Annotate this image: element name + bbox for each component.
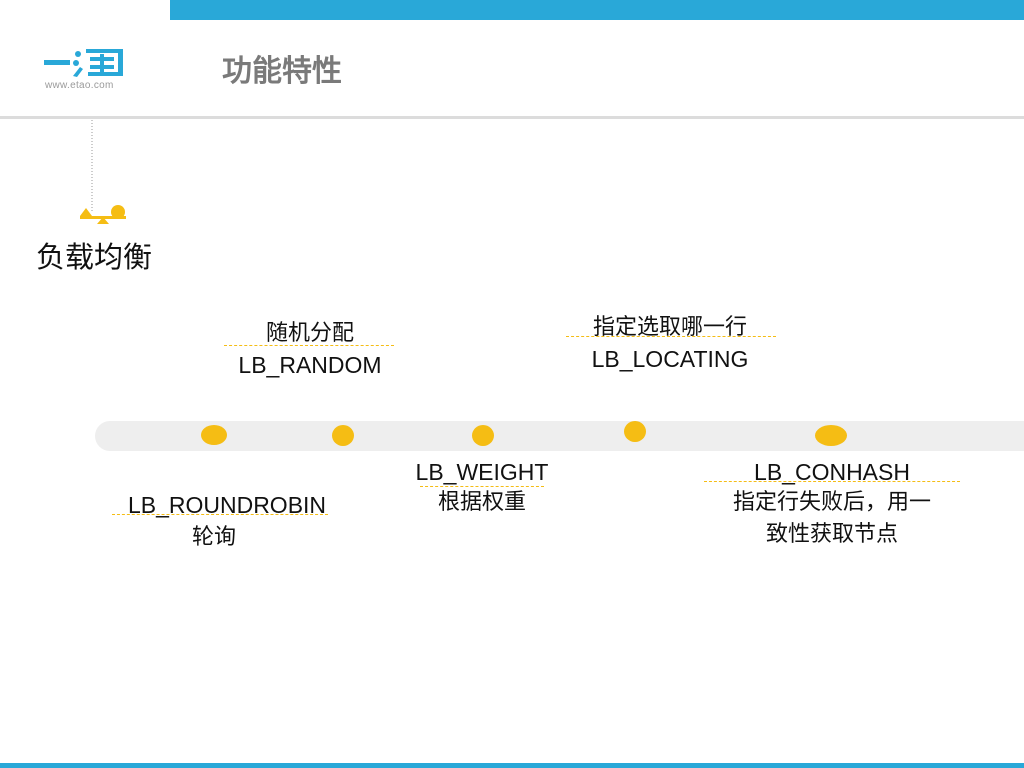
label-locating-underline: [566, 336, 776, 337]
label-roundrobin-name: LB_ROUNDROBIN: [127, 492, 327, 518]
label-weight-desc: 根据权重: [437, 490, 526, 515]
label-conhash-desc-line2: 致性获取节点: [765, 522, 898, 547]
header-divider: [0, 116, 1024, 119]
page-title: 功能特性: [222, 54, 342, 89]
label-roundrobin: LB_ROUNDROBIN: [112, 490, 342, 520]
timeline-node-weight: [472, 425, 494, 446]
label-weight-name: LB_WEIGHT: [415, 459, 549, 485]
etao-logo-mark-icon: [44, 49, 123, 77]
label-random-name: LB_RANDOM: [238, 352, 382, 378]
label-random-desc: 随机分配: [265, 321, 354, 346]
section-title: 负载均衡: [36, 240, 153, 274]
label-roundrobin-desc: 轮询: [191, 525, 236, 550]
logo-url: www.etao.com: [45, 80, 114, 91]
etao-logo[interactable]: www.etao.com: [42, 46, 132, 96]
timeline-track: [95, 421, 1024, 451]
label-locating: 指定选取哪一行 LB_LOCATING: [560, 312, 780, 374]
label-random: 随机分配 LB_RANDOM: [220, 318, 400, 380]
label-random-underline: [224, 345, 394, 346]
bottom-accent-bar: [0, 763, 1024, 768]
label-weight-underline: [420, 486, 544, 487]
label-conhash-name: LB_CONHASH: [754, 459, 910, 485]
label-conhash-desc-line1: 指定行失败后，用一: [732, 490, 931, 515]
label-conhash: LB_CONHASH 指定行失败后，用一 致性获取节点: [700, 457, 964, 551]
timeline-node-random: [332, 425, 354, 446]
timeline-node-conhash: [815, 425, 847, 446]
label-locating-desc: 指定选取哪一行: [592, 315, 747, 340]
label-locating-name: LB_LOCATING: [591, 346, 749, 372]
label-roundrobin-underline: [112, 514, 328, 515]
balance-scale-icon: [80, 120, 126, 224]
label-conhash-underline: [704, 481, 960, 482]
timeline-node-locating: [624, 421, 646, 442]
label-roundrobin-desc-wrap: 轮询: [150, 522, 278, 554]
top-accent-bar: [170, 0, 1024, 20]
timeline-node-roundrobin: [201, 425, 227, 445]
label-weight: LB_WEIGHT 根据权重: [398, 457, 566, 519]
